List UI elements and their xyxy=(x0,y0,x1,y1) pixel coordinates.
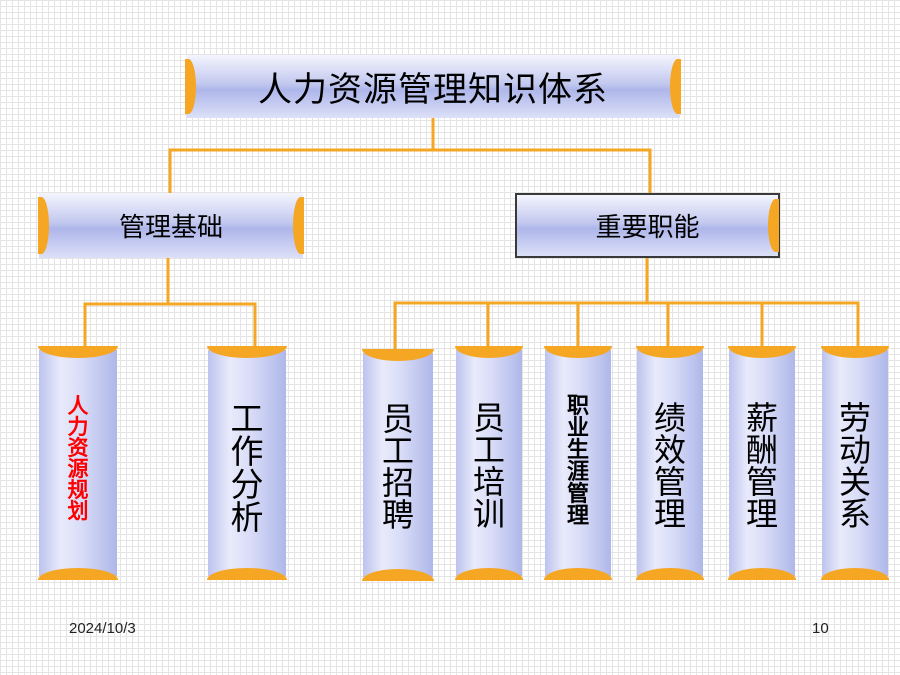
leaf-char: 理 xyxy=(745,495,778,533)
footer-date: 2024/10/3 xyxy=(69,620,136,637)
leaf-char: 系 xyxy=(838,495,871,533)
branch-left-cap xyxy=(38,196,49,255)
leaf-char: 聘 xyxy=(381,496,414,534)
root-right-cap xyxy=(670,58,681,115)
leaf-char: 工 xyxy=(472,431,505,469)
leaf-char: 资 xyxy=(67,436,89,460)
leaf-char: 管 xyxy=(745,463,778,501)
leaf-node-jixiao-guanli: 绩效管理 xyxy=(636,346,704,580)
leaf-char: 理 xyxy=(653,495,686,533)
leaf-char: 管 xyxy=(653,463,686,501)
leaf-char: 业 xyxy=(566,416,589,441)
leaf-label: 工作分析 xyxy=(208,402,286,534)
branch-node-zhongyao-zhineng: 重要职能 xyxy=(515,193,780,258)
leaf-char: 析 xyxy=(230,498,264,537)
leaf-node-renli-ziyuan-guihua: 人力资源规划 xyxy=(38,346,118,580)
leaf-char: 规 xyxy=(67,478,89,502)
leaf-label: 职业生涯管理 xyxy=(545,396,611,528)
leaf-char: 工 xyxy=(230,399,264,438)
leaf-char: 员 xyxy=(381,400,414,438)
branch-right-cap xyxy=(768,198,779,253)
root-left-cap xyxy=(185,58,196,115)
leaf-char: 力 xyxy=(67,415,89,439)
leaf-label: 人力资源规划 xyxy=(39,396,117,522)
root-label: 人力资源管理知识体系 xyxy=(258,70,608,110)
leaf-char: 作 xyxy=(230,432,264,471)
leaf-label: 员工培训 xyxy=(456,402,522,530)
leaf-char: 工 xyxy=(381,432,414,470)
leaf-char: 分 xyxy=(230,465,264,504)
leaf-char: 管 xyxy=(566,482,589,507)
branch-right-cap xyxy=(293,196,304,255)
leaf-char: 酬 xyxy=(745,431,778,469)
leaf-char: 员 xyxy=(472,399,505,437)
leaf-node-gongzuo-fenxi: 工作分析 xyxy=(207,346,287,580)
leaf-char: 涯 xyxy=(566,460,589,485)
leaf-char: 绩 xyxy=(653,399,686,437)
leaf-char: 理 xyxy=(566,504,589,529)
leaf-char: 劳 xyxy=(838,399,871,437)
leaf-node-zhiye-shengya-guanli: 职业生涯管理 xyxy=(544,346,612,580)
leaf-label: 劳动关系 xyxy=(822,402,888,530)
leaf-char: 生 xyxy=(566,438,589,463)
leaf-node-yuangong-zhaopin: 员工招聘 xyxy=(362,349,434,581)
leaf-char: 关 xyxy=(838,463,871,501)
footer-page-number: 10 xyxy=(812,620,829,637)
leaf-char: 薪 xyxy=(745,399,778,437)
leaf-char: 招 xyxy=(381,464,414,502)
branch-label-zhongyao-zhineng: 重要职能 xyxy=(595,213,700,243)
leaf-char: 人 xyxy=(67,394,89,418)
leaf-char: 动 xyxy=(838,431,871,469)
leaf-label: 绩效管理 xyxy=(637,402,703,530)
leaf-node-xinchou-guanli: 薪酬管理 xyxy=(728,346,796,580)
leaf-char: 训 xyxy=(472,495,505,533)
leaf-label: 员工招聘 xyxy=(363,403,433,531)
branch-label-guanli-jichu: 管理基础 xyxy=(118,213,223,243)
leaf-char: 效 xyxy=(653,431,686,469)
leaf-char: 培 xyxy=(472,463,505,501)
leaf-char: 划 xyxy=(67,499,89,523)
root-node: 人力资源管理知识体系 xyxy=(185,55,681,118)
leaf-label: 薪酬管理 xyxy=(729,402,795,530)
leaf-char: 源 xyxy=(67,457,89,481)
leaf-char: 职 xyxy=(566,394,589,419)
branch-node-guanli-jichu: 管理基础 xyxy=(38,193,304,258)
leaf-node-yuangong-peixun: 员工培训 xyxy=(455,346,523,580)
leaf-node-laodong-guanxi: 劳动关系 xyxy=(821,346,889,580)
